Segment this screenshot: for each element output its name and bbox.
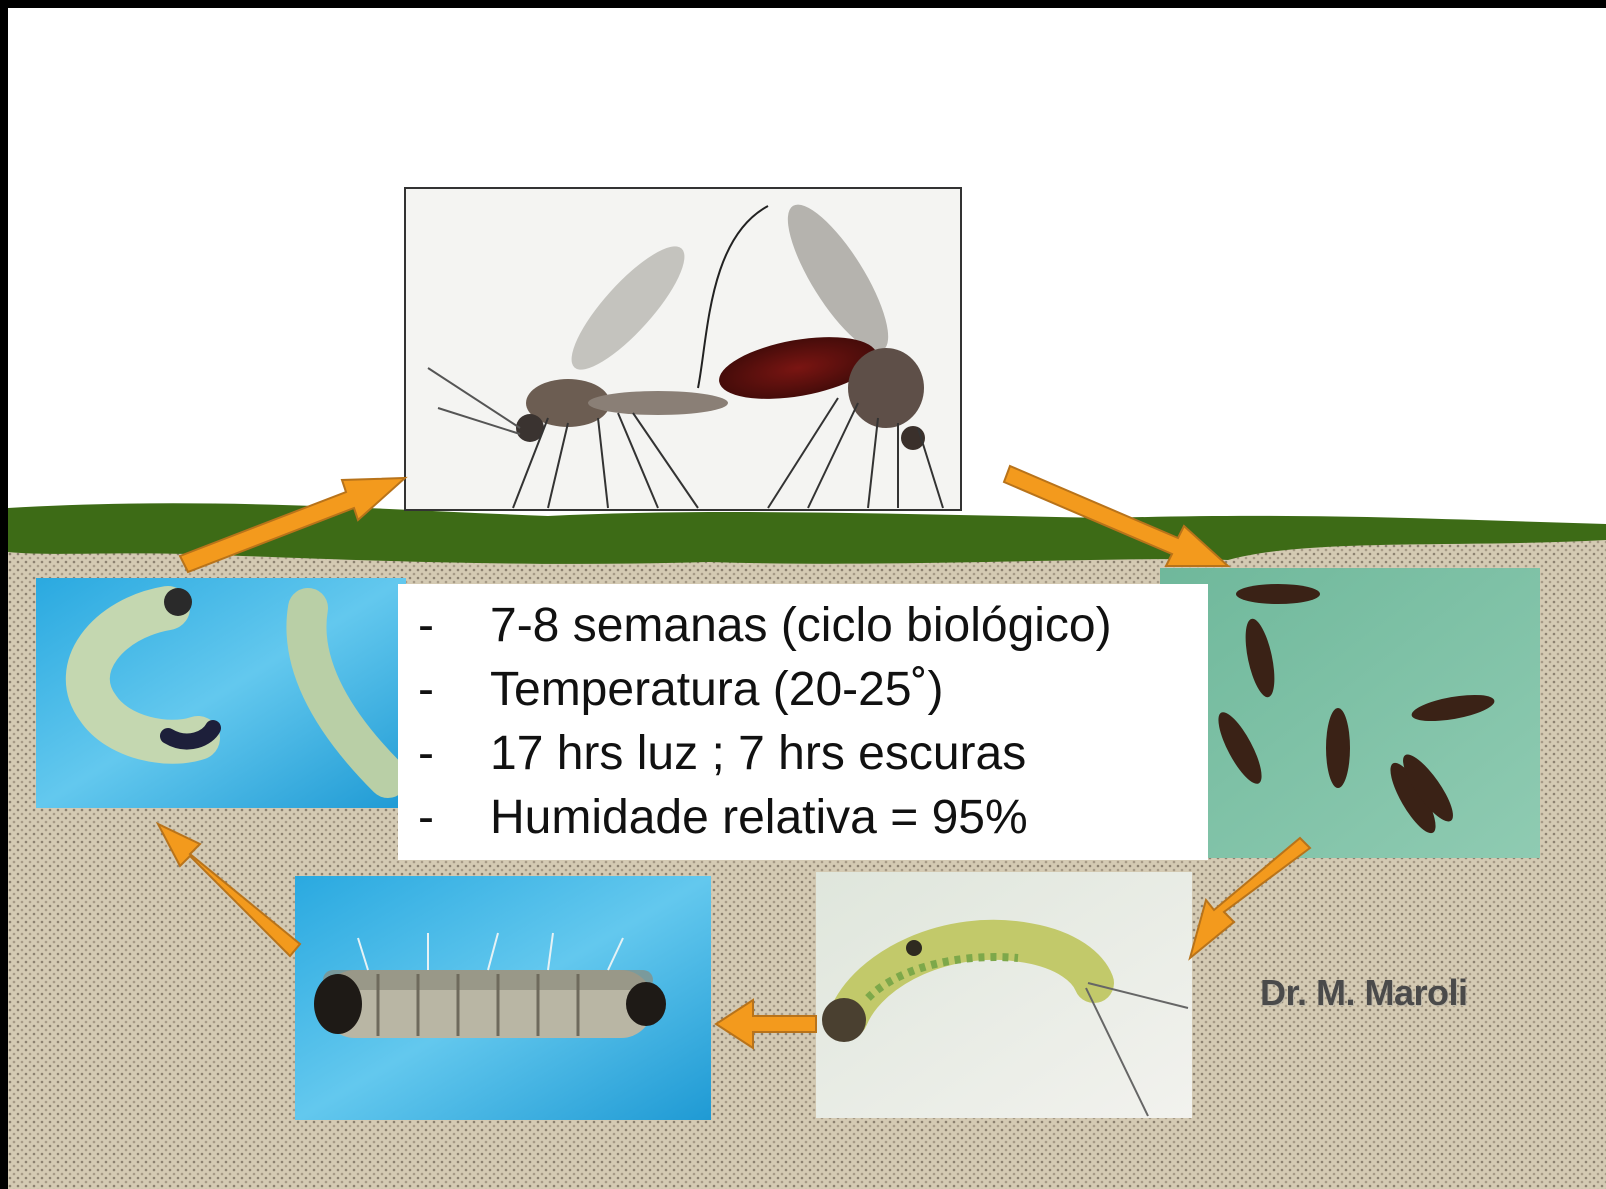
eggs-photo	[1160, 568, 1540, 858]
info-item-humidity: - Humidade relativa = 95%	[418, 790, 1208, 854]
fourth-instar-larva-photo	[295, 876, 711, 1120]
bullet-text: Temperatura (20-25˚)	[490, 662, 944, 717]
info-item-photoperiod: - 17 hrs luz ; 7 hrs escuras	[418, 726, 1208, 790]
info-box: - 7-8 semanas (ciclo biológico) - Temper…	[398, 584, 1208, 860]
info-item-temperature: - Temperatura (20-25˚)	[418, 662, 1208, 726]
adult-pair-photo	[405, 188, 961, 510]
bullet-text: 7-8 semanas (ciclo biológico)	[490, 598, 1112, 653]
photo-credit: Dr. M. Maroli	[1260, 972, 1468, 1014]
bullet-marker: -	[418, 790, 490, 845]
slide: - 7-8 semanas (ciclo biológico) - Temper…	[8, 8, 1606, 1189]
bullet-marker: -	[418, 662, 490, 717]
first-instar-larva-photo	[816, 872, 1192, 1118]
pupa-photo	[36, 578, 406, 808]
bullet-marker: -	[418, 598, 490, 653]
bullet-text: Humidade relativa = 95%	[490, 790, 1028, 845]
info-item-cycle-duration: - 7-8 semanas (ciclo biológico)	[418, 598, 1208, 662]
bullet-marker: -	[418, 726, 490, 781]
bullet-text: 17 hrs luz ; 7 hrs escuras	[490, 726, 1026, 781]
